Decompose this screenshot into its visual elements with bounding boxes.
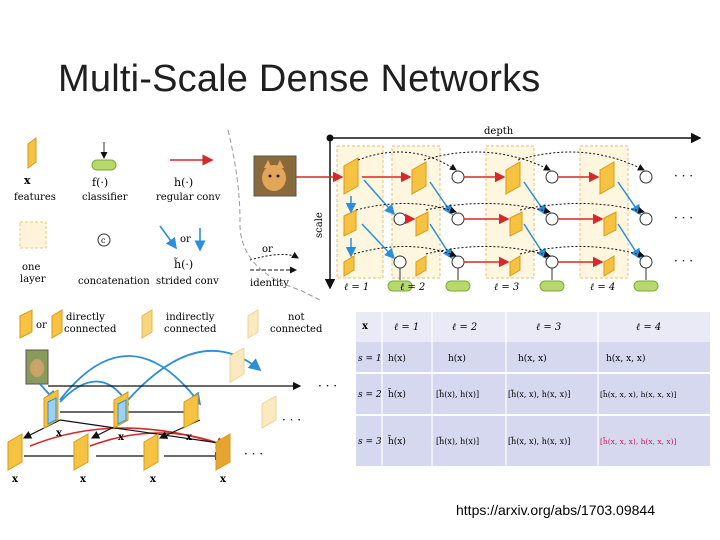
concatenation-symbol: c [101,236,106,245]
ellipsis-row-3: · · · [674,254,693,268]
feature-icon [27,137,37,169]
table-corner: x [362,321,369,332]
classifier-1 [387,280,413,292]
feature-table: x ℓ = 1 ℓ = 2 ℓ = 3 ℓ = 4 s = 1 h(x) h(x… [356,312,710,466]
classifier-label: classifier [82,192,128,203]
features-label: features [14,192,56,203]
x-label-s1-1: x [12,474,19,485]
table-row-s2 [356,374,710,414]
dense-ellipsis-3: · · · [244,447,263,461]
legend: x features f(·) classifier h(·) regular … [14,137,299,289]
regular-conv-label: regular conv [156,192,221,203]
identity-arcs [353,151,645,258]
strided-conv-label: strided conv [156,276,219,287]
indirectly-label-2: connected [164,324,217,335]
x-label-s2-2: x [118,432,125,443]
feature-blocks [343,157,617,277]
table-cell-2-4: [h̃(x, x, x), h(x, x, x)] [600,390,677,399]
connectivity-legend: or directly connected indirectly connect… [19,309,323,339]
layer-box-4 [579,145,629,279]
strided-conv-arrows [345,179,641,260]
classifier-2 [445,280,471,292]
network-diagram: depth scale [296,126,702,293]
x-label-s2-1: x [56,428,63,439]
table-cell-3-4: [h̃(x, x, x), h(x, x, x)] [600,437,677,446]
identity-or: or [262,244,273,255]
layer-box-3 [485,145,535,279]
table-cell-2-3: [h̃(x, x), h(x, x)] [508,390,570,399]
x-label-s2-3: x [186,432,193,443]
connect-or: or [36,320,47,331]
layer-label-2: ℓ = 2 [400,282,425,293]
features-symbol: x [24,174,31,187]
table-col-3: ℓ = 3 [536,322,561,333]
x-label-s1-3: x [150,474,157,485]
msdnet-figure: x features f(·) classifier h(·) regular … [7,126,710,485]
table-cell-1-3: h(x, x) [518,353,547,364]
table-row-label-3: s = 3 [358,437,382,447]
slide-title: Multi-Scale Dense Networks [58,58,541,100]
ellipsis-row-2: · · · [674,211,693,225]
table-cell-2-2: [h̃(x), h(x)] [436,390,479,399]
x-label-s1-4: x [220,474,227,485]
classifier-icon [91,159,117,171]
source-link[interactable]: https://arxiv.org/abs/1703.09844 [456,502,655,518]
regular-conv-arrows [296,171,604,268]
one-layer-label-1: one [22,262,40,273]
classifier-3 [539,280,565,292]
table-col-2: ℓ = 2 [452,322,477,333]
x-label-s1-2: x [80,474,87,485]
one-layer-icon [19,221,47,249]
identity-dotted-arrow-icon [249,251,299,261]
layer-label-4: ℓ = 4 [590,282,615,293]
table-header-row [356,312,710,342]
strided-symbol: h̃(·) [174,258,194,271]
table-cell-1-1: h(x) [388,353,406,364]
depth-label: depth [484,126,514,137]
layer-label-1: ℓ = 1 [344,282,369,293]
separator-curve [227,129,321,301]
table-row-label-1: s = 1 [358,354,382,364]
one-layer-label-2: layer [20,274,46,285]
dense-ellipsis-2: · · · [282,413,301,427]
regular-symbol: h(·) [174,176,193,189]
dense-ellipsis-1: · · · [318,379,337,393]
table-row-label-2: s = 2 [358,390,382,400]
table-cell-2-1: h̃(x) [388,388,406,400]
table-cell-1-4: h(x, x, x) [606,353,646,364]
ellipsis-row-1: · · · [674,169,693,183]
indirectly-label-1: indirectly [166,312,215,323]
table-cell-3-1: h̃(x) [388,435,406,447]
classifier-4 [633,280,659,292]
table-cell-1-2: h(x) [448,353,466,364]
strided-conv-arrow-icon [159,225,177,250]
directly-label-1: directly [66,312,105,323]
table-cell-3-2: [h̃(x), h(x)] [436,437,479,446]
concatenation-label: concatenation [78,276,150,287]
strided-or: or [180,234,191,245]
table-row-s3 [356,416,710,466]
classifiers [387,268,659,292]
identity-label: identity [250,278,289,289]
classifier-symbol: f(·) [92,176,108,189]
cat-image [253,155,297,197]
scale-label: scale [314,212,325,238]
table-row-s1 [356,342,710,372]
table-cell-3-3: [h̃(x, x), h(x, x)] [508,437,570,446]
directly-label-2: connected [64,324,117,335]
concatenation-icon [97,233,111,247]
dense-connectivity-diagram: x x x x x x x · · · · · · · · · [7,347,337,485]
layer-label-3: ℓ = 3 [494,282,519,293]
not-label-1: not [288,312,304,323]
table-col-4: ℓ = 4 [636,322,661,333]
table-col-1: ℓ = 1 [394,322,419,333]
not-label-2: connected [270,324,323,335]
